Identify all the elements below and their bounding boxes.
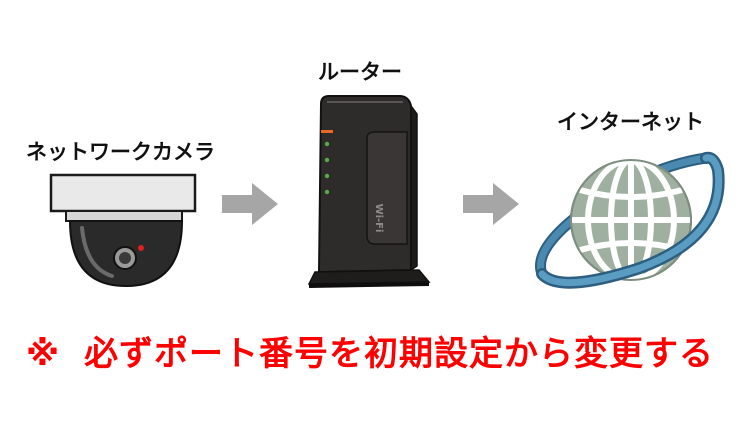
arrow-right-icon — [222, 183, 278, 225]
router-icon — [307, 95, 431, 288]
internet-label: インターネット — [557, 110, 704, 134]
warning-message: ※ 必ずポート番号を初期設定から変更する — [26, 326, 714, 375]
warning-text: 必ずポート番号を初期設定から変更する — [84, 334, 715, 374]
globe-icon — [535, 151, 725, 289]
router-badge: Wi-Fi — [373, 203, 384, 233]
camera-icon — [49, 173, 197, 288]
camera-label: ネットワークカメラ — [26, 140, 215, 164]
reference-mark: ※ — [26, 334, 61, 374]
router-label: ルーター — [318, 60, 402, 84]
arrow-right-icon — [463, 183, 519, 225]
